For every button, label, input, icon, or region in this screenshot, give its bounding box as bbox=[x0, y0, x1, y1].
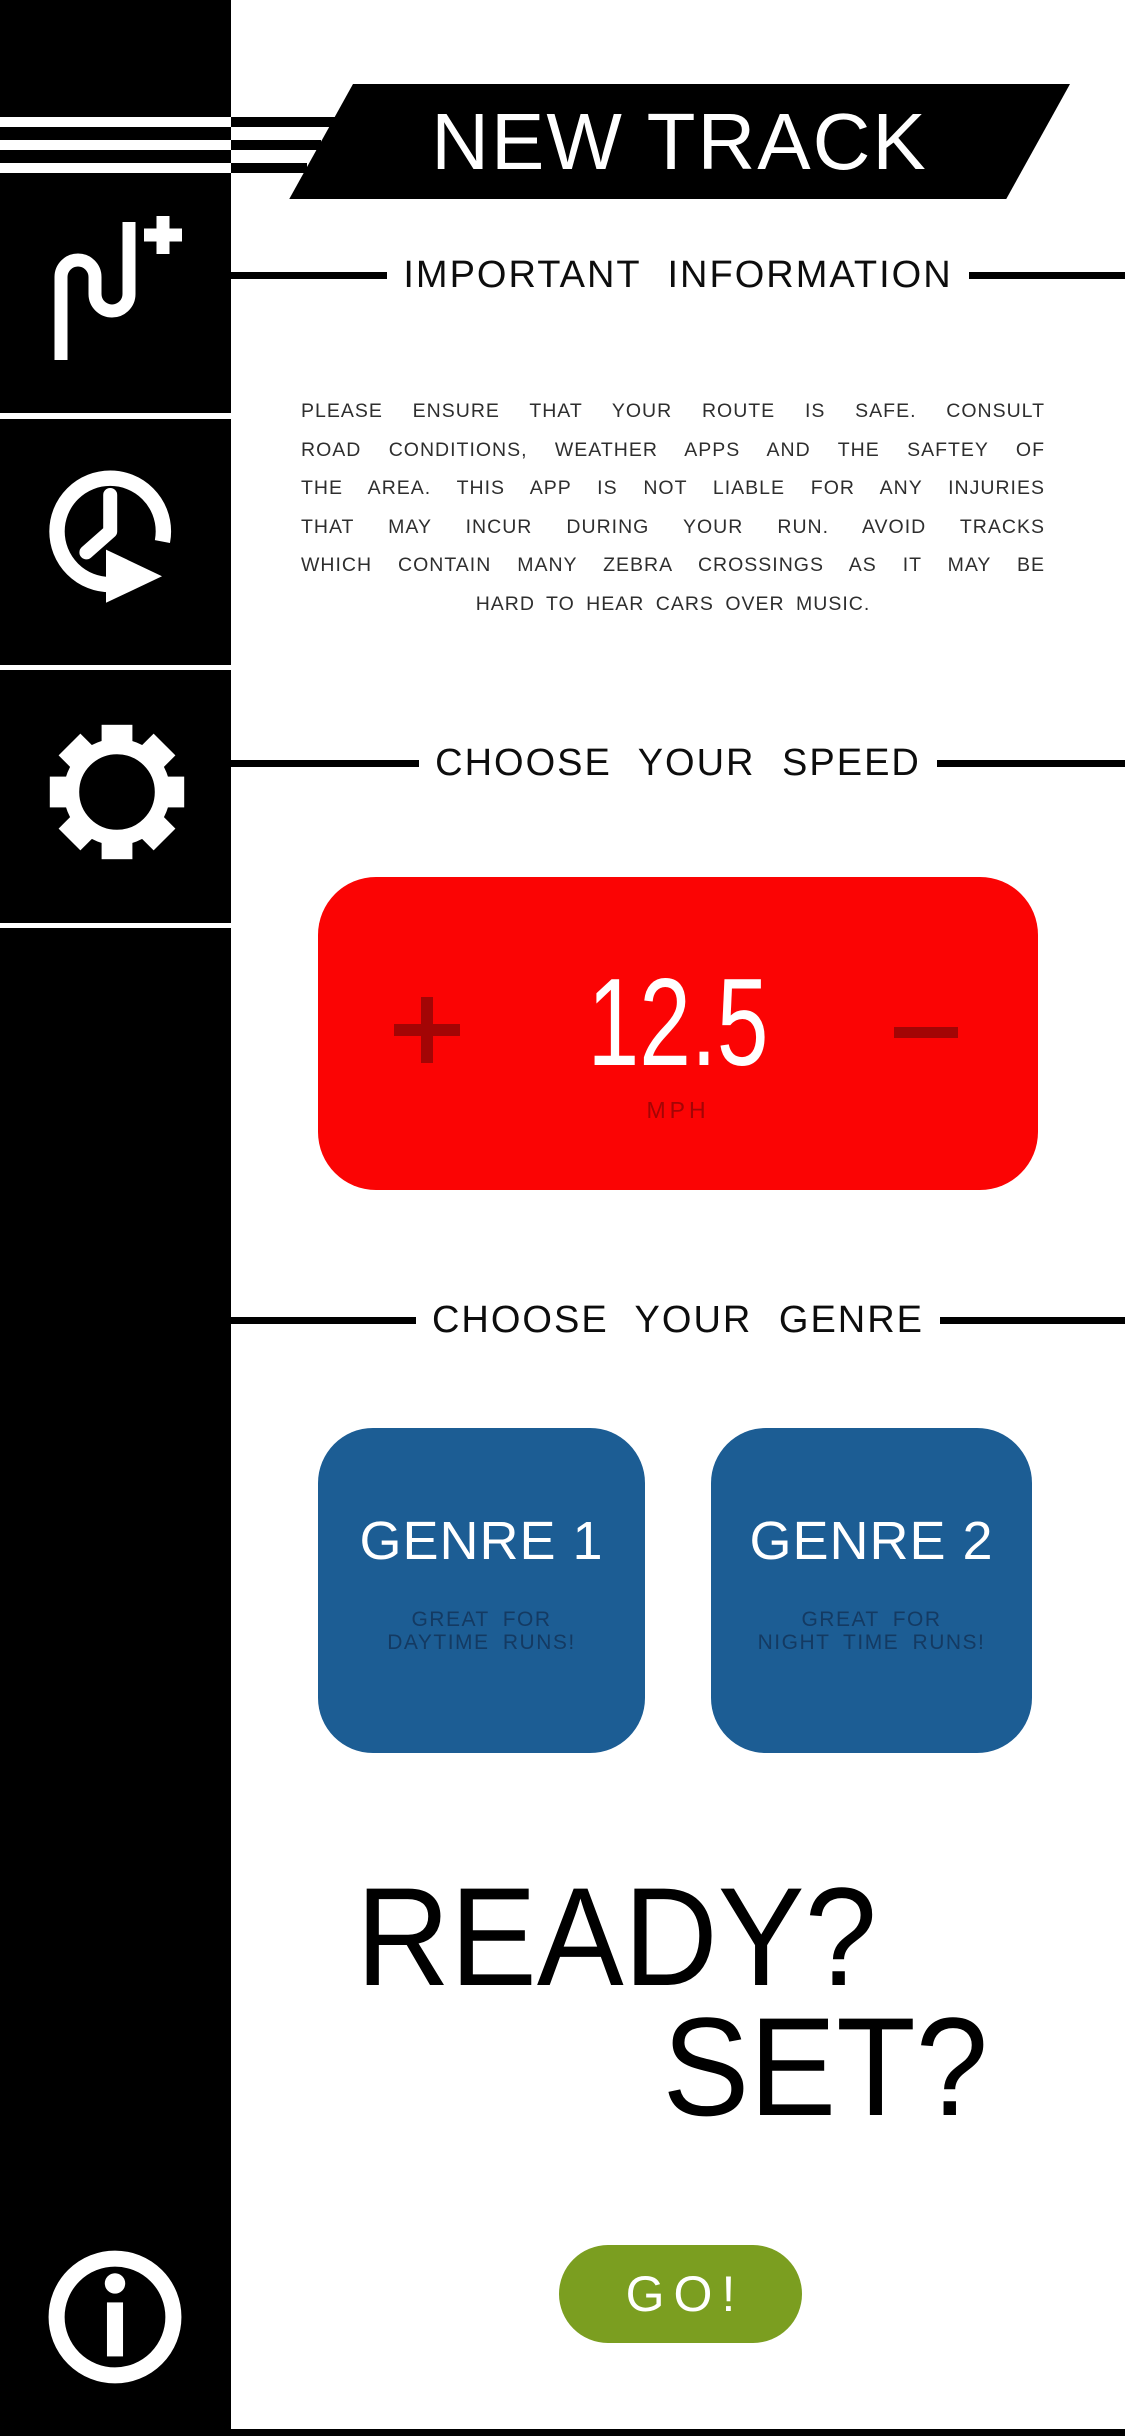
header-rule-left bbox=[231, 1316, 416, 1324]
speed-value: 12.5 bbox=[587, 954, 769, 1092]
info-line: HARD TO HEAR CARS OVER MUSIC. bbox=[475, 592, 871, 615]
sidebar-item-history[interactable] bbox=[0, 419, 231, 665]
info-line: ROAD CONDITIONS, WEATHER APPS AND THE SA… bbox=[301, 438, 1045, 461]
speed-stripe bbox=[231, 163, 307, 173]
section-header-choose-speed: CHOOSE YOUR SPEED bbox=[231, 739, 1125, 787]
speed-stripe bbox=[231, 140, 321, 150]
genre-subtitle: GREAT FOR NIGHT TIME RUNS! bbox=[711, 1608, 1032, 1654]
genre-title: GENRE 2 bbox=[749, 1511, 994, 1571]
info-line: PLEASE ENSURE THAT YOUR ROUTE IS SAFE. C… bbox=[301, 400, 1045, 422]
speed-stripe bbox=[0, 140, 231, 150]
info-icon[interactable] bbox=[42, 2244, 188, 2390]
header-rule-right bbox=[968, 271, 1125, 279]
section-header-choose-genre: CHOOSE YOUR GENRE bbox=[231, 1296, 1125, 1344]
set-text: SET? bbox=[662, 1988, 988, 2145]
genre-1-button[interactable]: GENRE 1 GREAT FOR DAYTIME RUNS! bbox=[318, 1428, 645, 1753]
speed-stripe bbox=[0, 117, 231, 127]
section-heading: CHOOSE YOUR GENRE bbox=[431, 1298, 925, 1341]
important-information-text: PLEASE ENSURE THAT YOUR ROUTE IS SAFE. C… bbox=[301, 392, 1045, 623]
genre-subtitle-line: NIGHT TIME RUNS! bbox=[757, 1631, 986, 1654]
info-line: WHICH CONTAIN MANY ZEBRA CROSSINGS AS IT… bbox=[301, 554, 1045, 576]
header-rule-left bbox=[231, 759, 420, 767]
bottom-bar bbox=[231, 2429, 1125, 2436]
increase-speed-button[interactable] bbox=[394, 997, 460, 1063]
page-title: NEW TRACK bbox=[431, 96, 928, 186]
section-heading: CHOOSE YOUR SPEED bbox=[435, 741, 921, 784]
ready-text: READY? bbox=[356, 1858, 878, 2015]
header-rule-right bbox=[940, 1316, 1125, 1324]
sidebar-item-new-track[interactable] bbox=[0, 0, 231, 413]
sidebar-item-settings[interactable] bbox=[0, 670, 231, 923]
speed-stripe bbox=[0, 163, 231, 173]
history-clock-icon[interactable] bbox=[43, 467, 183, 607]
route-plus-icon[interactable] bbox=[45, 214, 185, 364]
speed-stripe bbox=[231, 117, 335, 127]
genre-subtitle-line: GREAT FOR bbox=[801, 1608, 942, 1631]
genre-title: GENRE 1 bbox=[359, 1511, 604, 1571]
gear-icon[interactable] bbox=[47, 722, 187, 862]
info-line: THAT MAY INCUR DURING YOUR RUN. AVOID TR… bbox=[301, 515, 1045, 538]
sidebar-panel bbox=[0, 928, 231, 2436]
section-header-important-information: IMPORTANT INFORMATION bbox=[231, 251, 1125, 299]
speed-unit-label: MPH bbox=[646, 1097, 710, 1123]
genre-subtitle-line: DAYTIME RUNS! bbox=[387, 1631, 576, 1654]
genre-2-button[interactable]: GENRE 2 GREAT FOR NIGHT TIME RUNS! bbox=[711, 1428, 1032, 1753]
plus-icon bbox=[421, 997, 433, 1063]
info-line: THE AREA. THIS APP IS NOT LIABLE FOR ANY… bbox=[301, 477, 1045, 499]
genre-subtitle: GREAT FOR DAYTIME RUNS! bbox=[318, 1608, 645, 1654]
genre-subtitle-line: GREAT FOR bbox=[411, 1608, 552, 1631]
go-button[interactable]: GO! bbox=[559, 2245, 802, 2343]
header-rule-right bbox=[936, 759, 1125, 767]
speed-card: 12.5 MPH bbox=[318, 877, 1038, 1190]
header-rule-left bbox=[231, 271, 388, 279]
section-heading: IMPORTANT INFORMATION bbox=[403, 253, 953, 296]
decrease-speed-button minus-icon[interactable] bbox=[894, 1027, 958, 1038]
